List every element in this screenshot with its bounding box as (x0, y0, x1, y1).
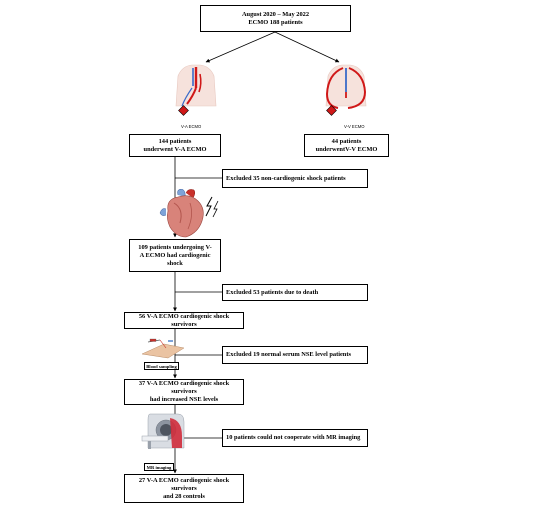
cardiogenic-line-2: A ECMO had cardiogenic (139, 251, 211, 259)
va-ecmo-caption: V-A ECMO (181, 124, 202, 129)
final-cohort-box: 27 V-A ECMO cardiogenic shock survivors … (124, 474, 244, 503)
mr-imaging-caption: MR imaging (144, 463, 174, 471)
header-date-range: August 2020 – May 2022 (241, 10, 310, 18)
increased-nse-line-2: had increased NSE levels (149, 396, 219, 403)
excluded-death-box: Excluded 53 patients due to death (222, 284, 368, 301)
cardiogenic-line-1: 109 patients undergoing V- (138, 243, 212, 251)
arrow-to-va (205, 31, 276, 63)
survivors-box: 56 V-A ECMO cardiogenic shock survivors (124, 312, 244, 329)
vv-ecmo-box: 44 patients underwentV-V ECMO (304, 134, 389, 157)
va-description: underwent V-A ECMO (143, 145, 207, 153)
excluded-noncardiogenic-box: Excluded 35 non-cardiogenic shock patien… (222, 169, 368, 188)
heart-illustration (159, 189, 219, 238)
final-line-1: 27 V-A ECMO cardiogenic shock survivors (138, 476, 230, 492)
blood-sampling-caption: Blood sampling (144, 362, 179, 370)
excluded-mr-box: 10 patients could not cooperate with MR … (222, 429, 368, 447)
cardiogenic-line-3: shock (167, 259, 183, 267)
vv-description: underwentV-V ECMO (315, 145, 378, 153)
blood-sampling-illustration (141, 338, 185, 359)
arrow-to-vv (274, 31, 340, 63)
vv-ecmo-illustration (325, 64, 367, 116)
va-ecmo-box: 144 patients underwent V-A ECMO (129, 134, 221, 157)
cardiogenic-shock-box: 109 patients undergoing V- A ECMO had ca… (129, 239, 221, 272)
vv-ecmo-caption: V-V ECMO (344, 124, 365, 129)
increased-nse-line-1: 37 V-A ECMO cardiogenic shock survivors (138, 380, 230, 395)
mr-scanner-illustration (141, 413, 185, 449)
va-patient-count: 144 patients (158, 137, 192, 145)
final-line-2: and 28 controls (163, 492, 205, 500)
va-ecmo-illustration (175, 64, 217, 116)
header-total-patients: ECMO 188 patients (248, 18, 303, 26)
increased-nse-box: 37 V-A ECMO cardiogenic shock survivors … (124, 379, 244, 405)
vv-patient-count: 44 patients (331, 137, 362, 145)
header-box: August 2020 – May 2022 ECMO 188 patients (200, 5, 351, 32)
excluded-normal-nse-box: Excluded 19 normal serum NSE level patie… (222, 346, 368, 364)
